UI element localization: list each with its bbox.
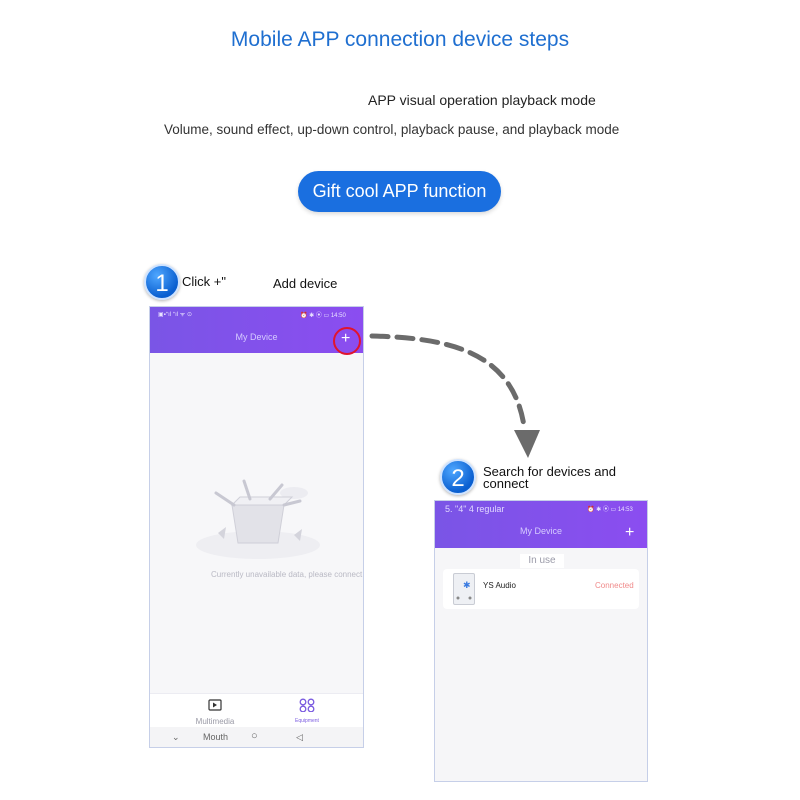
speaker-device-icon: ✱ <box>453 573 475 605</box>
add-device-button[interactable]: + <box>625 524 635 541</box>
device-list-item[interactable]: ✱ YS Audio Connected <box>443 569 639 609</box>
page-title: Mobile APP connection device steps <box>230 28 570 51</box>
step-2-badge: 2 <box>440 459 476 495</box>
tab-label: Multimedia <box>195 717 235 726</box>
device-name: YS Audio <box>483 581 516 590</box>
nav-label: Mouth <box>203 732 229 742</box>
subtitle-features: Volume, sound effect, up-down control, p… <box>164 122 620 137</box>
nav-back-icon[interactable]: ⌄ <box>172 732 180 742</box>
empty-state-message: Currently unavailable data, please conne… <box>211 570 363 579</box>
header-title: My Device <box>235 332 278 342</box>
nav-recent-icon[interactable]: ◁ <box>296 732 303 742</box>
empty-box-icon <box>196 479 320 559</box>
bottom-tab-bar: Multimedia Equipment <box>150 693 363 727</box>
subtitle-playback-mode: APP visual operation playback mode <box>368 92 596 108</box>
system-nav-bar: ⌄ Mouth ○ ◁ <box>150 727 363 747</box>
add-device-button[interactable]: + <box>341 330 351 347</box>
gift-app-function-banner: Gift cool APP function <box>298 171 501 212</box>
status-bar-right: ⏰ ✱ ⦿ ▭ 14:50 <box>300 313 346 319</box>
app-header: ▣▪ᐩıl ᐩıl ᯤ ⊙ ⏰ ✱ ⦿ ▭ 14:50 My Device + <box>150 307 363 355</box>
status-bar-left: ▣▪ᐩıl ᐩıl ᯤ ⊙ <box>158 312 192 318</box>
tab-label: Equipment <box>295 718 319 724</box>
status-bar-left: 5. "4" 4 regular <box>445 504 505 514</box>
header-title: My Device <box>519 526 562 536</box>
tab-multimedia[interactable]: Multimedia <box>190 698 240 726</box>
highlight-circle <box>333 327 361 355</box>
svg-text:✱: ✱ <box>463 581 471 591</box>
nav-home-icon[interactable]: ○ <box>251 730 258 742</box>
dashed-arrow-icon <box>369 333 540 458</box>
status-bar-right: ⏰ ✱ ⦿ ▭ 14:53 <box>587 507 633 513</box>
section-label-in-use: In use <box>520 554 564 568</box>
tab-equipment[interactable]: Equipment <box>287 698 327 724</box>
devices-icon <box>299 698 315 713</box>
step-1-click-label: Click +" <box>182 274 226 289</box>
phone-screen-my-device-connected: 5. "4" 4 regular ⏰ ✱ ⦿ ▭ 14:53 My Device… <box>434 500 648 782</box>
app-header: 5. "4" 4 regular ⏰ ✱ ⦿ ▭ 14:53 My Device… <box>435 501 647 548</box>
device-status: Connected <box>595 581 634 590</box>
step-1-add-device-label: Add device <box>273 276 338 291</box>
play-icon <box>208 699 222 711</box>
step-2-label: Search for devices and connect <box>483 464 616 491</box>
step-1-badge: 1 <box>144 264 180 300</box>
phone-screen-my-device-empty: ▣▪ᐩıl ᐩıl ᯤ ⊙ ⏰ ✱ ⦿ ▭ 14:50 My Device + … <box>149 306 364 748</box>
